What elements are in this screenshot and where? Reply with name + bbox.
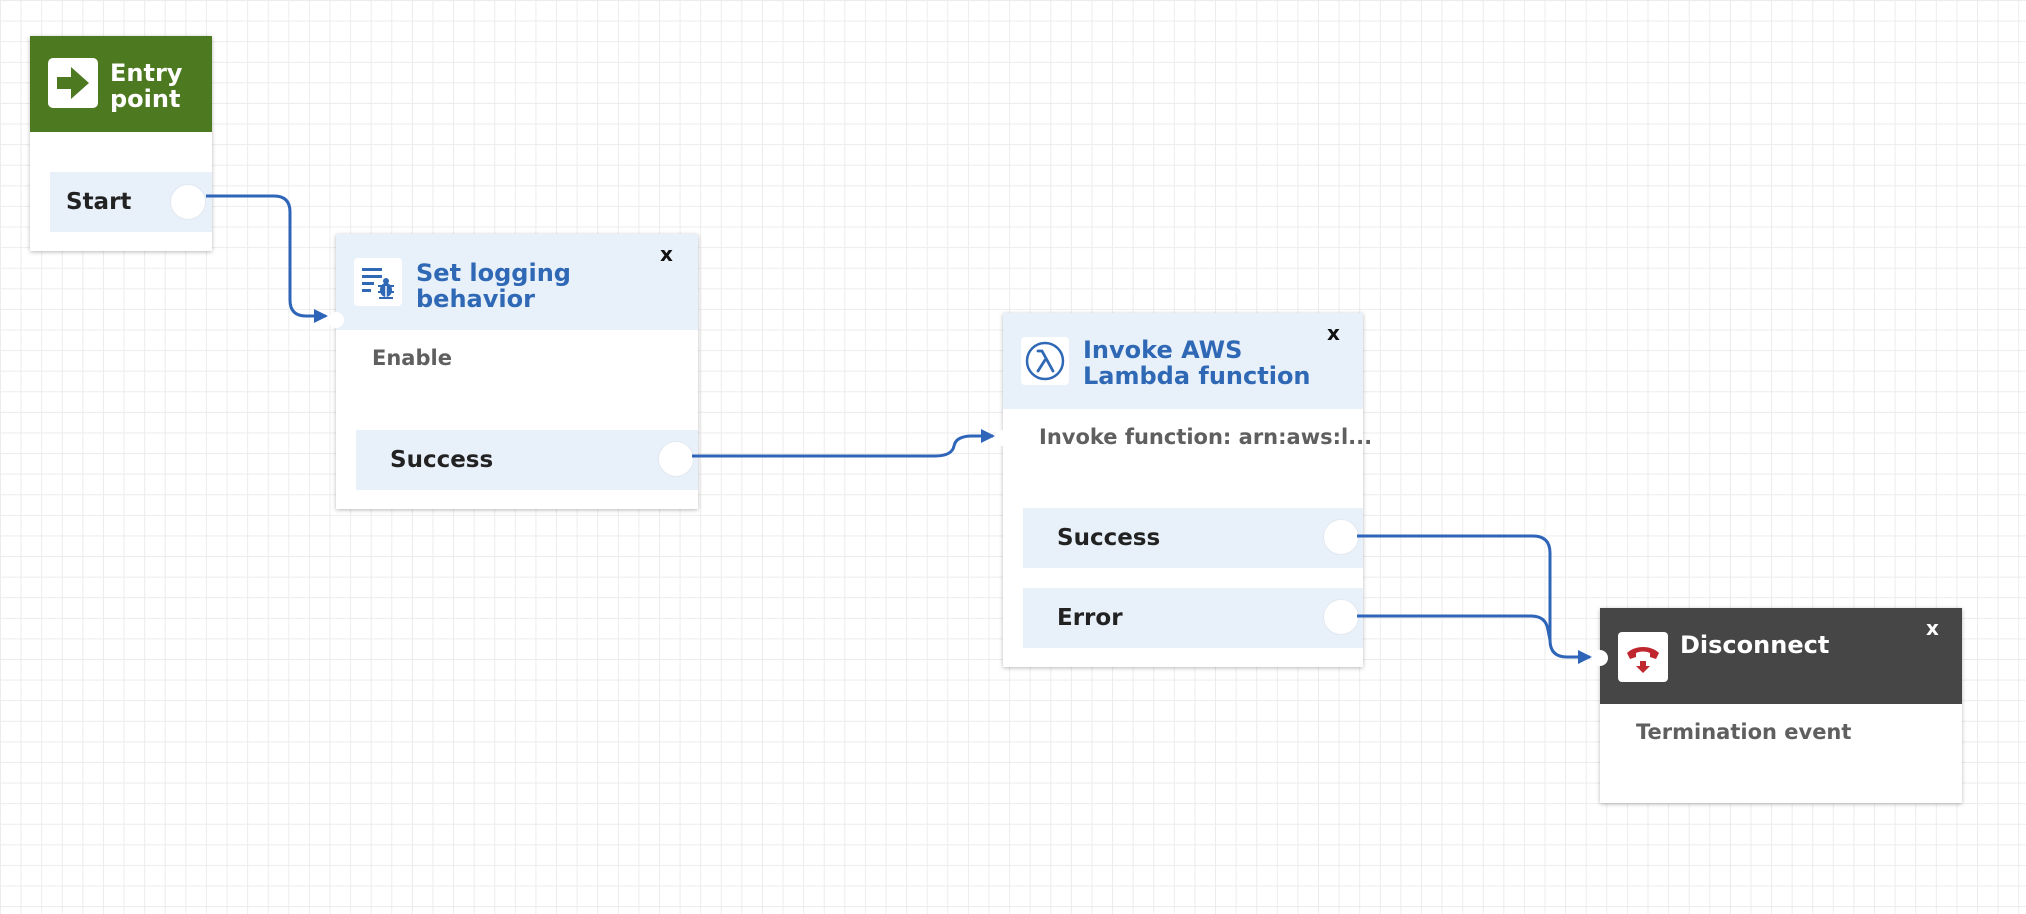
set-logging-parameter: Enable [372, 346, 452, 370]
connector-lambda-error-to-disconnect[interactable] [1357, 614, 1552, 641]
entry-point-header: Entry point [30, 36, 212, 132]
entry-point-title: Entry point [110, 59, 183, 113]
error-output-port[interactable] [1323, 599, 1359, 635]
lambda-icon [1021, 337, 1069, 385]
set-logging-header: Set logging behavior x [336, 234, 698, 330]
invoke-lambda-block[interactable]: Invoke AWS Lambda function x Invoke func… [995, 313, 1372, 667]
input-port[interactable] [1592, 650, 1608, 666]
set-logging-behavior-block[interactable]: Set logging behavior x Enable Success [328, 234, 698, 509]
branch-success-label: Success [390, 447, 494, 473]
disconnect-title: Disconnect [1680, 631, 1830, 659]
connector-lambda-success-to-disconnect[interactable] [1357, 534, 1592, 664]
arrow-right-icon [48, 58, 98, 108]
set-logging-title: Set logging behavior [416, 259, 571, 313]
branch-success[interactable]: Success [356, 430, 698, 490]
branch-error[interactable]: Error [1023, 588, 1363, 648]
input-port[interactable] [995, 430, 1011, 446]
connector-set-logging-success-to-lambda[interactable] [692, 429, 995, 458]
invoke-lambda-title: Invoke AWS Lambda function [1083, 336, 1311, 390]
logging-bug-icon [354, 258, 402, 306]
entry-point-block[interactable]: Entry point Start [30, 36, 212, 251]
success-output-port[interactable] [1323, 519, 1359, 555]
disconnect-header: Disconnect x [1600, 608, 1962, 704]
disconnect-parameter: Termination event [1636, 720, 1852, 744]
connector-start-to-set-logging[interactable] [206, 194, 328, 323]
branch-success-label: Success [1057, 525, 1161, 551]
success-output-port[interactable] [658, 441, 694, 477]
phone-hangup-icon [1618, 632, 1668, 682]
close-icon[interactable]: x [1327, 321, 1340, 345]
branch-success[interactable]: Success [1023, 508, 1363, 568]
branch-start-label: Start [66, 189, 132, 215]
start-output-port[interactable] [170, 184, 206, 220]
close-icon[interactable]: x [660, 242, 673, 266]
close-icon[interactable]: x [1926, 616, 1939, 640]
input-port[interactable] [328, 312, 344, 328]
invoke-lambda-parameter: Invoke function: arn:aws:l... [1039, 425, 1373, 449]
invoke-lambda-header: Invoke AWS Lambda function x [1003, 313, 1363, 409]
branch-error-label: Error [1057, 605, 1123, 631]
disconnect-block[interactable]: Disconnect x Termination event [1592, 608, 1962, 803]
